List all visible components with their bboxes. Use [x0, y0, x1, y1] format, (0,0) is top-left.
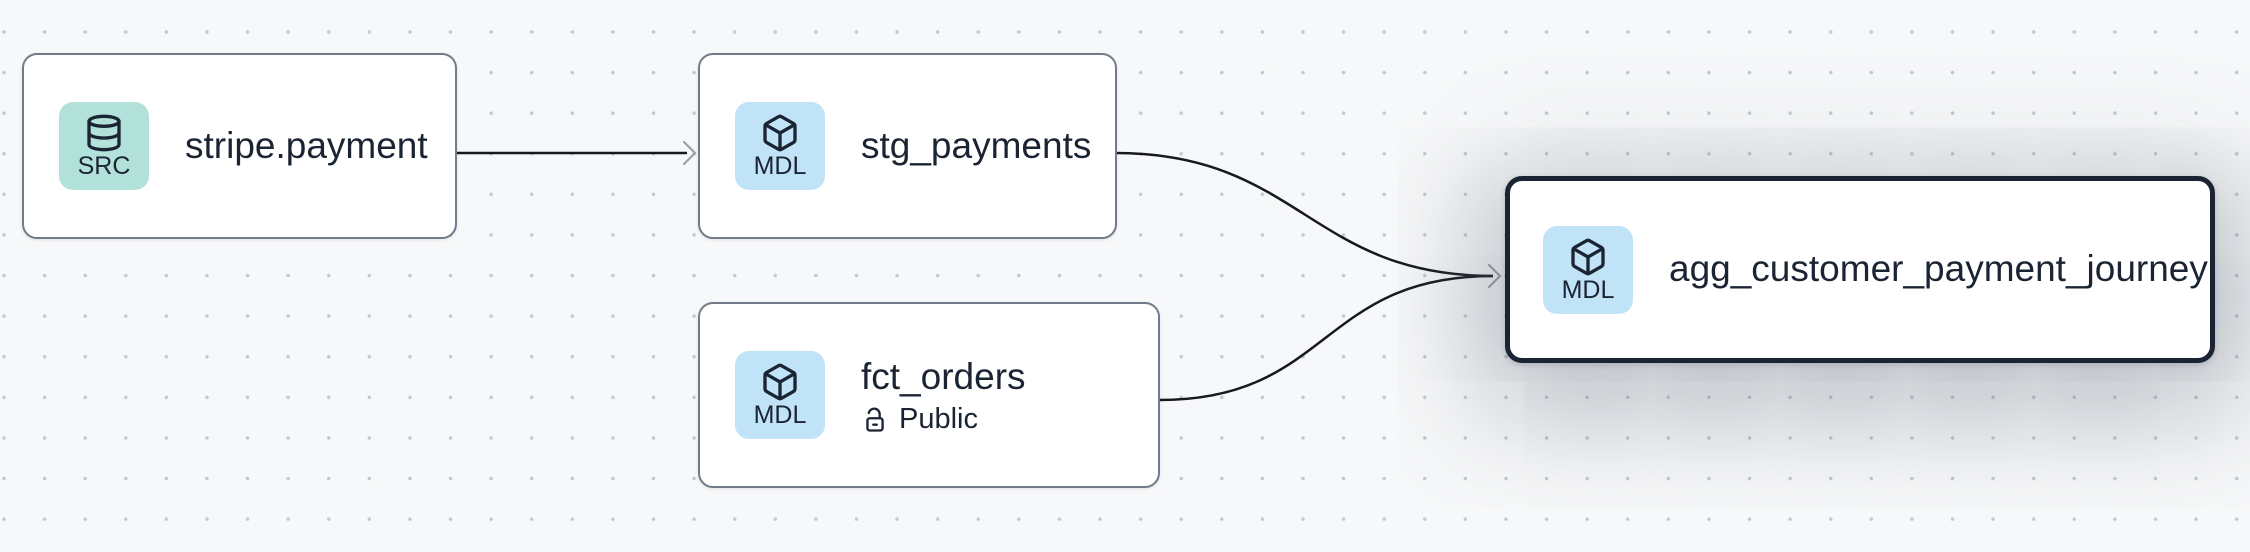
node-stg-payments[interactable]: MDL stg_payments	[698, 53, 1117, 239]
node-title: fct_orders	[861, 355, 1026, 397]
edge-stg-payments-to-agg	[1114, 151, 1494, 278]
edge-fct-orders-to-agg	[1159, 274, 1494, 402]
access-text: Public	[899, 403, 978, 436]
badge-label: SRC	[77, 152, 131, 180]
database-icon	[87, 114, 121, 152]
cube-icon	[763, 363, 797, 401]
node-title: stripe.payment	[185, 124, 428, 166]
arrowhead-into-agg	[1487, 263, 1502, 289]
cube-icon	[1571, 238, 1605, 275]
node-agg-customer-payment-journey[interactable]: MDL agg_customer_payment_journey	[1505, 176, 2215, 363]
node-title: agg_customer_payment_journey	[1669, 248, 2208, 290]
badge-label: MDL	[1561, 275, 1615, 304]
model-type-badge: MDL	[735, 102, 825, 190]
unlock-icon	[866, 407, 884, 432]
cube-icon	[763, 114, 797, 152]
access-label: Public	[861, 405, 1026, 434]
badge-label: MDL	[753, 152, 807, 180]
arrowhead-into-stg-payments	[682, 140, 697, 166]
node-stripe-payment[interactable]: SRC stripe.payment	[22, 53, 457, 239]
model-type-badge: MDL	[735, 351, 825, 439]
node-fct-orders[interactable]: MDL fct_orders Public	[698, 302, 1160, 488]
node-title: stg_payments	[861, 124, 1092, 166]
source-type-badge: SRC	[59, 102, 149, 190]
badge-label: MDL	[753, 401, 807, 429]
model-type-badge: MDL	[1543, 225, 1633, 314]
